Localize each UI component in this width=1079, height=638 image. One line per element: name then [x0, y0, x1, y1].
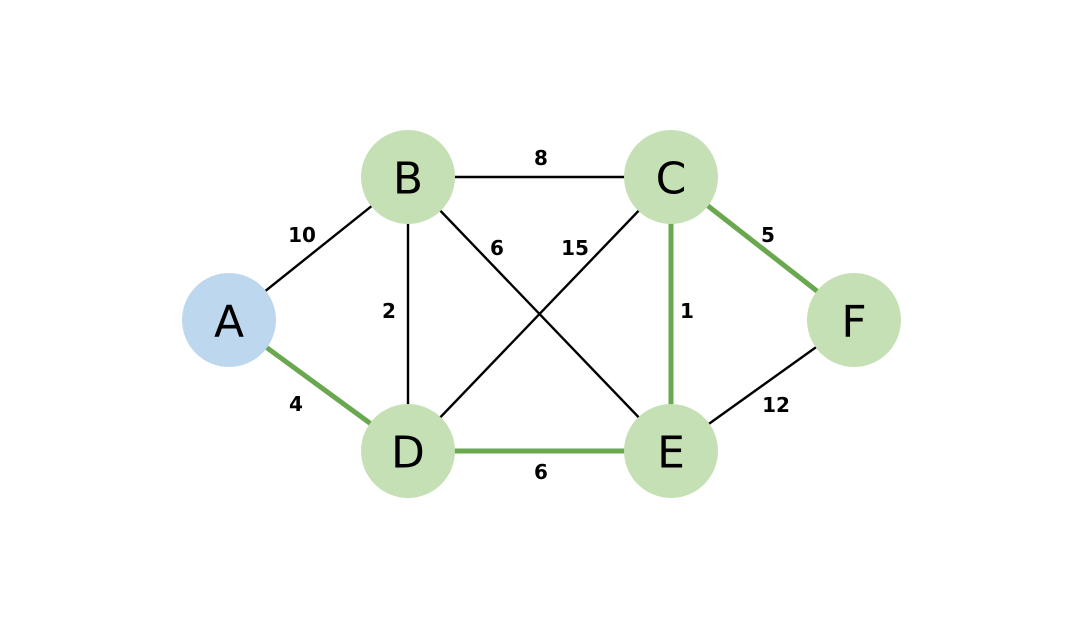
- node-label-f: F: [841, 297, 866, 348]
- edge-weight-bc: 8: [534, 146, 548, 170]
- edge-weight-cf: 5: [761, 223, 775, 247]
- edge-weight-de: 6: [534, 460, 548, 484]
- edge-weight-cd: 15: [561, 236, 589, 260]
- node-label-a: A: [214, 297, 244, 348]
- node-circle-f: [807, 273, 901, 367]
- node-b: B: [361, 130, 455, 224]
- edge-weight-bd: 2: [382, 299, 396, 323]
- edge-cd: [407, 176, 672, 452]
- node-circle-e: [624, 404, 718, 498]
- node-circle-a: [182, 273, 276, 367]
- node-circle-b: [361, 130, 455, 224]
- node-circle-c: [624, 130, 718, 224]
- edge-weight-ab: 10: [288, 223, 316, 247]
- node-f: F: [807, 273, 901, 367]
- node-c: C: [624, 130, 718, 224]
- edges-layer: [227, 175, 856, 454]
- edge-weight-be: 6: [490, 236, 504, 260]
- node-label-c: C: [656, 154, 687, 205]
- node-label-e: E: [657, 428, 685, 479]
- node-circle-d: [361, 404, 455, 498]
- edge-weight-ef: 12: [762, 393, 790, 417]
- edge-weight-ad: 4: [289, 392, 303, 416]
- nodes-layer: A B C D E F: [182, 130, 901, 498]
- node-label-d: D: [391, 428, 425, 479]
- edge-weight-ce: 1: [680, 299, 694, 323]
- node-label-b: B: [393, 154, 423, 205]
- node-d: D: [361, 404, 455, 498]
- node-e: E: [624, 404, 718, 498]
- node-a: A: [182, 273, 276, 367]
